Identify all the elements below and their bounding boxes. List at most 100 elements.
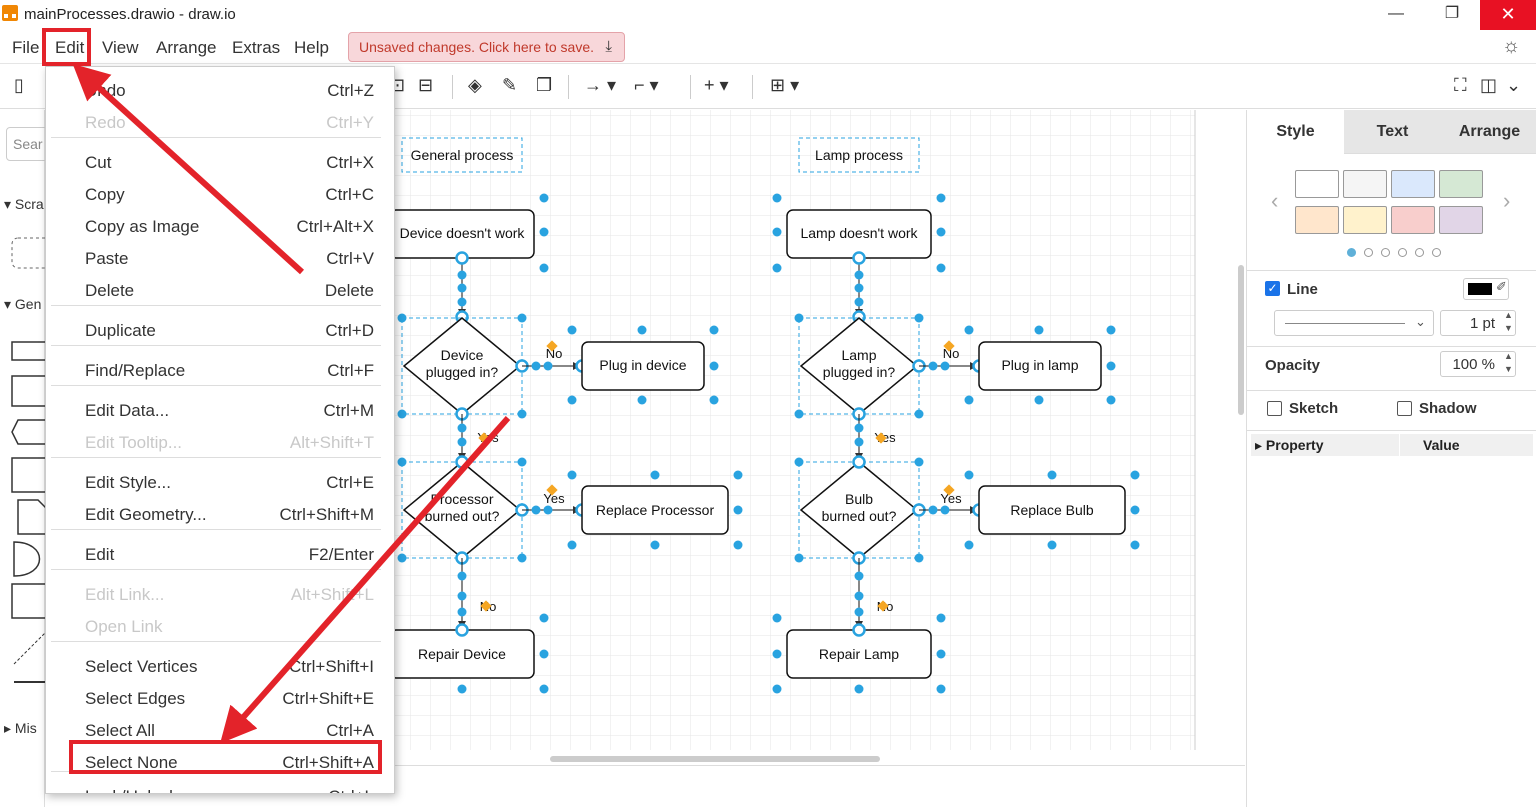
opacity-stepper[interactable]: ▲▼ bbox=[1504, 351, 1513, 374]
menu-edit[interactable]: Edit bbox=[55, 38, 85, 57]
resize-handle[interactable] bbox=[543, 505, 553, 515]
style-swatch[interactable] bbox=[1295, 170, 1339, 198]
swatch-page-dot[interactable] bbox=[1432, 248, 1441, 257]
resize-handle[interactable] bbox=[794, 553, 804, 563]
resize-handle[interactable] bbox=[794, 409, 804, 419]
resize-handle[interactable] bbox=[517, 457, 527, 467]
shadow-icon[interactable]: ❐ bbox=[536, 75, 553, 95]
resize-handle[interactable] bbox=[854, 270, 864, 280]
resize-handle[interactable] bbox=[397, 409, 407, 419]
resize-handle[interactable] bbox=[928, 505, 938, 515]
resize-handle[interactable] bbox=[567, 470, 577, 480]
resize-handle[interactable] bbox=[457, 591, 467, 601]
tab-text[interactable]: Text bbox=[1344, 110, 1441, 154]
resize-handle[interactable] bbox=[539, 193, 549, 203]
resize-handle[interactable] bbox=[709, 395, 719, 405]
shape-square[interactable] bbox=[11, 375, 45, 407]
menu-item-edit-data[interactable]: Edit Data...Ctrl+M bbox=[46, 395, 394, 427]
menu-arrange[interactable]: Arrange bbox=[156, 38, 217, 57]
resize-handle[interactable] bbox=[457, 423, 467, 433]
resize-handle[interactable] bbox=[637, 325, 647, 335]
fill-color-icon[interactable]: ◈ bbox=[468, 75, 482, 95]
connection-point[interactable] bbox=[852, 623, 866, 637]
resize-handle[interactable] bbox=[1047, 470, 1057, 480]
section-scratchpad[interactable]: ▾ Scra bbox=[4, 196, 44, 212]
resize-handle[interactable] bbox=[964, 395, 974, 405]
connection-point[interactable] bbox=[852, 251, 866, 265]
resize-handle[interactable] bbox=[709, 325, 719, 335]
resize-handle[interactable] bbox=[397, 313, 407, 323]
resize-handle[interactable] bbox=[539, 684, 549, 694]
resize-handle[interactable] bbox=[772, 263, 782, 273]
resize-handle[interactable] bbox=[940, 361, 950, 371]
line-width-input[interactable]: 1 pt bbox=[1440, 310, 1516, 336]
resize-handle[interactable] bbox=[936, 227, 946, 237]
insert-icon[interactable]: + ▾ bbox=[704, 75, 729, 95]
property-header[interactable]: ▸ Property bbox=[1255, 437, 1324, 453]
shape-rectangle[interactable] bbox=[11, 341, 45, 361]
resize-handle[interactable] bbox=[457, 607, 467, 617]
action-node-2[interactable] bbox=[581, 485, 729, 535]
resize-handle[interactable] bbox=[517, 409, 527, 419]
tab-arrange[interactable]: Arrange bbox=[1441, 110, 1536, 154]
resize-handle[interactable] bbox=[397, 553, 407, 563]
connection-point[interactable] bbox=[852, 455, 866, 469]
process-title-box[interactable] bbox=[401, 137, 523, 173]
swatch-page-dot[interactable] bbox=[1364, 248, 1373, 257]
resize-handle[interactable] bbox=[772, 684, 782, 694]
minimize-button[interactable]: — bbox=[1388, 5, 1404, 22]
connection-point[interactable] bbox=[455, 623, 469, 637]
resize-handle[interactable] bbox=[531, 505, 541, 515]
line-checkbox[interactable]: ✓ bbox=[1265, 281, 1280, 296]
resize-handle[interactable] bbox=[964, 540, 974, 550]
style-swatch[interactable] bbox=[1343, 170, 1387, 198]
action-node-2[interactable] bbox=[978, 485, 1126, 535]
resize-handle[interactable] bbox=[539, 263, 549, 273]
resize-handle[interactable] bbox=[457, 571, 467, 581]
label-handle[interactable] bbox=[943, 484, 955, 496]
resize-handle[interactable] bbox=[854, 571, 864, 581]
shape-dashed-line[interactable] bbox=[13, 630, 45, 665]
resize-handle[interactable] bbox=[1130, 540, 1140, 550]
menu-item-edit-geometry[interactable]: Edit Geometry...Ctrl+Shift+M bbox=[46, 499, 394, 531]
sketch-checkbox[interactable] bbox=[1267, 401, 1282, 416]
swatch-page-dot[interactable] bbox=[1415, 248, 1424, 257]
resize-handle[interactable] bbox=[772, 193, 782, 203]
style-swatch[interactable] bbox=[1343, 206, 1387, 234]
resize-handle[interactable] bbox=[650, 470, 660, 480]
resize-handle[interactable] bbox=[733, 540, 743, 550]
resize-handle[interactable] bbox=[936, 263, 946, 273]
to-front-icon[interactable]: ⊟ bbox=[418, 75, 434, 95]
resize-handle[interactable] bbox=[733, 470, 743, 480]
unsaved-changes-button[interactable]: Unsaved changes. Click here to save. ⤓ bbox=[348, 32, 625, 62]
fullscreen-icon[interactable]: ⛶ bbox=[1454, 75, 1467, 95]
shape-delay[interactable] bbox=[13, 541, 41, 577]
shape-container[interactable] bbox=[11, 457, 45, 493]
resize-handle[interactable] bbox=[457, 270, 467, 280]
resize-handle[interactable] bbox=[914, 313, 924, 323]
resize-handle[interactable] bbox=[772, 649, 782, 659]
swatch-page-dot[interactable] bbox=[1381, 248, 1390, 257]
resize-handle[interactable] bbox=[517, 313, 527, 323]
resize-handle[interactable] bbox=[517, 553, 527, 563]
line-style-select[interactable]: ⌄ bbox=[1274, 310, 1434, 336]
resize-handle[interactable] bbox=[854, 283, 864, 293]
restore-button[interactable]: ❐ bbox=[1444, 5, 1460, 22]
menu-file[interactable]: File bbox=[12, 38, 40, 57]
vertical-scrollbar[interactable] bbox=[1238, 265, 1244, 415]
resize-handle[interactable] bbox=[457, 684, 467, 694]
section-general[interactable]: ▾ Gen bbox=[4, 296, 42, 312]
resize-handle[interactable] bbox=[397, 457, 407, 467]
resize-handle[interactable] bbox=[854, 591, 864, 601]
resize-handle[interactable] bbox=[567, 395, 577, 405]
resize-handle[interactable] bbox=[457, 297, 467, 307]
format-panel-icon[interactable]: ◫ bbox=[1480, 75, 1498, 95]
resize-handle[interactable] bbox=[567, 540, 577, 550]
resize-handle[interactable] bbox=[567, 325, 577, 335]
